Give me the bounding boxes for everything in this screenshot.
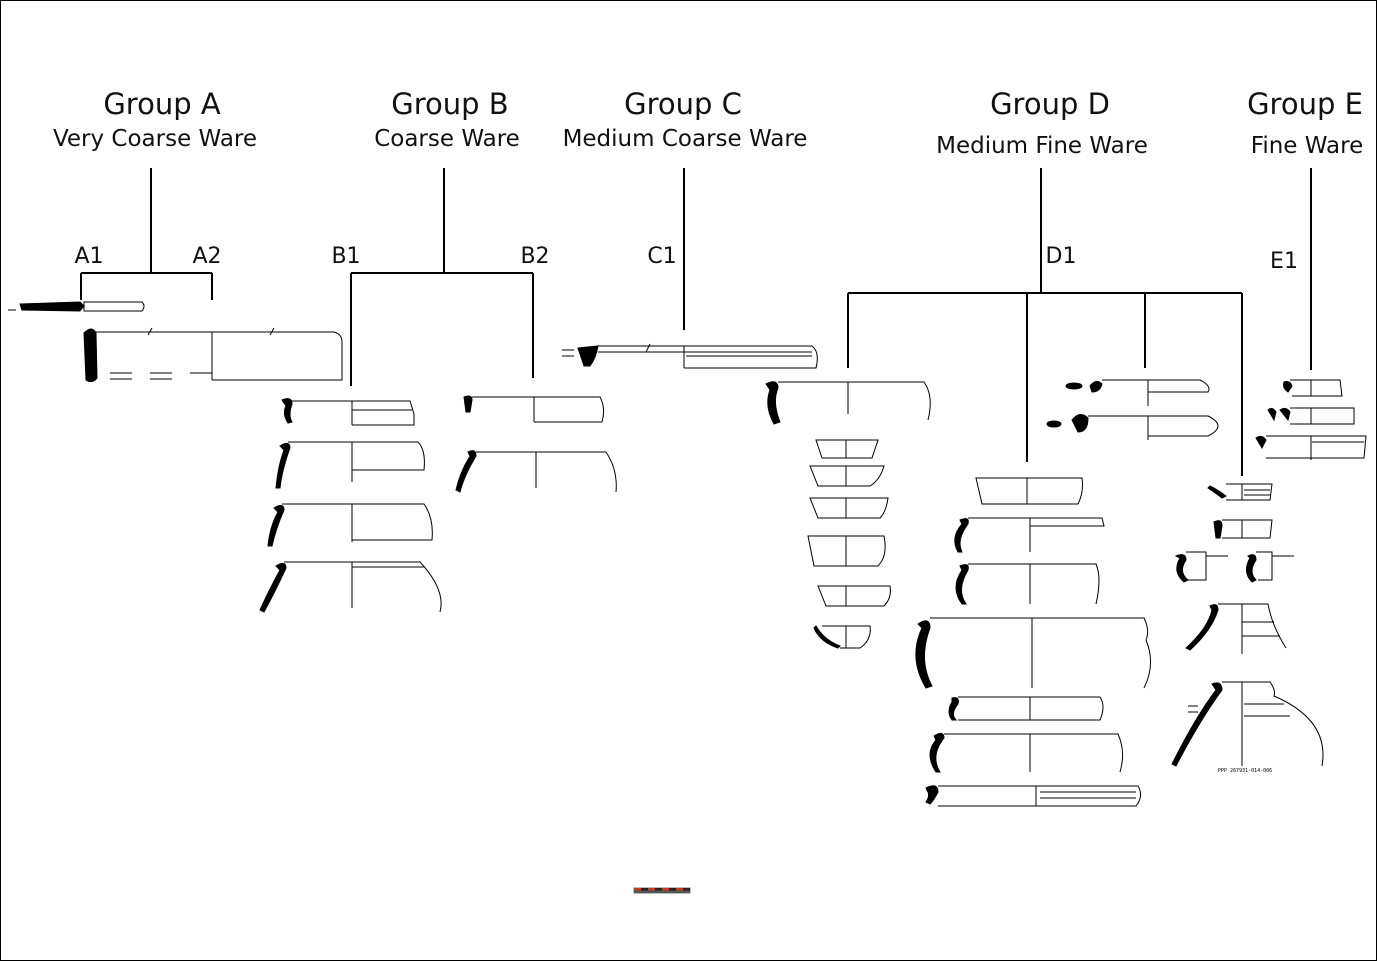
- vessels-d1-col4: PPP 267931-014-006: [1171, 483, 1324, 774]
- group-e-subtitle: Fine Ware: [1251, 133, 1363, 159]
- subgroup-e1-label: E1: [1270, 249, 1298, 274]
- tree-group-c: C1: [647, 168, 685, 330]
- tree-group-a: A1 A2: [74, 168, 222, 300]
- vessel-a1-rim: [8, 301, 145, 312]
- group-a-title: Group A: [103, 87, 221, 121]
- group-d-title: Group D: [990, 87, 1110, 121]
- tree-group-d: D1: [847, 168, 1243, 476]
- vessels-d1-col2: [915, 477, 1151, 807]
- vessels-d1-col3: [1046, 379, 1219, 440]
- subgroup-b1-label: B1: [331, 244, 360, 269]
- group-d-heading: Group D Medium Fine Ware: [936, 87, 1148, 159]
- group-b-title: Group B: [391, 87, 508, 121]
- group-c-title: Group C: [624, 87, 742, 121]
- vessel-c1: [562, 343, 818, 369]
- group-c-heading: Group C Medium Coarse Ware: [563, 87, 808, 152]
- subgroup-a1-label: A1: [74, 244, 103, 269]
- vessels-e1: [1255, 379, 1367, 460]
- vessels-d1-col1: [765, 381, 931, 649]
- group-a-heading: Group A Very Coarse Ware: [53, 87, 257, 152]
- tree-group-b: B1 B2: [331, 168, 550, 386]
- group-e-heading: Group E Fine Ware: [1247, 87, 1363, 159]
- vessel-caption: PPP 267931-014-006: [1218, 768, 1272, 774]
- group-c-subtitle: Medium Coarse Ware: [563, 126, 808, 152]
- group-d-subtitle: Medium Fine Ware: [936, 133, 1148, 159]
- subgroup-b2-label: B2: [520, 244, 549, 269]
- vessel-a2-basin: [83, 327, 343, 383]
- subgroup-d1-label: D1: [1046, 244, 1077, 269]
- vessels-b2: [455, 395, 617, 493]
- group-b-heading: Group B Coarse Ware: [374, 87, 520, 152]
- subgroup-a2-label: A2: [192, 244, 221, 269]
- group-a-subtitle: Very Coarse Ware: [53, 126, 257, 152]
- group-e-title: Group E: [1247, 87, 1363, 121]
- subgroup-c1-label: C1: [647, 244, 676, 269]
- tree-group-e: E1: [1270, 168, 1312, 370]
- group-b-subtitle: Coarse Ware: [374, 126, 520, 152]
- scale-bar: [633, 887, 691, 894]
- vessels-b1: [259, 398, 442, 613]
